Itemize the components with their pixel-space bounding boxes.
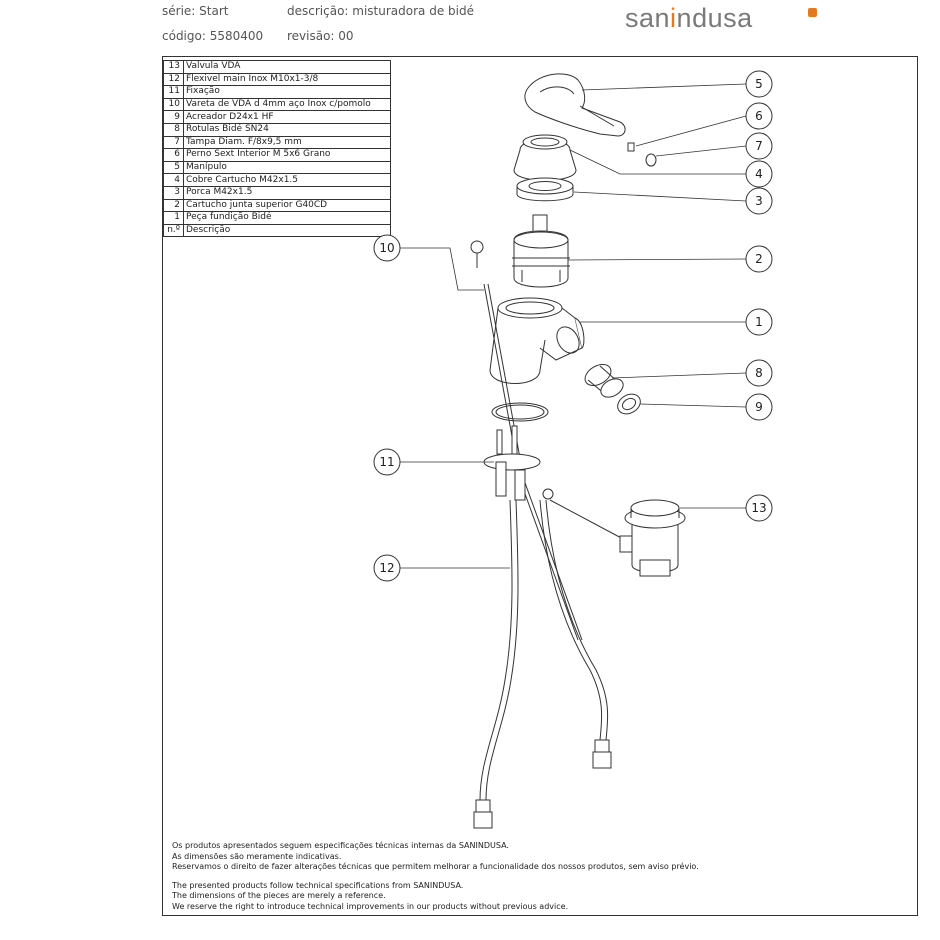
note-pt-1: Os produtos apresentados seguem especifi… xyxy=(172,841,509,850)
callout-1: 1 xyxy=(755,315,763,329)
faucet-body-part xyxy=(489,297,585,384)
callout-5: 5 xyxy=(755,77,763,91)
callout-11: 11 xyxy=(379,455,394,469)
handle-part xyxy=(524,73,626,137)
callout-4: 4 xyxy=(755,167,763,181)
callout-10: 10 xyxy=(379,241,394,255)
callout-6: 6 xyxy=(755,109,763,123)
note-pt-3: Reservamos o direito de fazer alterações… xyxy=(172,862,699,871)
leader-lines xyxy=(398,83,747,569)
drawing-frame xyxy=(162,56,918,916)
flexible-hoses-part xyxy=(473,499,612,829)
callout-9: 9 xyxy=(755,400,763,414)
aerator-part xyxy=(617,393,641,415)
part-number: n.º xyxy=(163,223,184,238)
callout-12: 12 xyxy=(379,561,394,575)
nut-part xyxy=(516,177,574,202)
callout-2: 2 xyxy=(755,252,763,266)
cartridge-cover-part xyxy=(513,134,577,181)
cap-part xyxy=(645,153,657,167)
code-label: código: 5580400 xyxy=(162,29,264,43)
disclaimer-notes: Os produtos apresentados seguem especifi… xyxy=(172,841,699,912)
part-description: Descrição xyxy=(183,223,391,238)
note-pt-2: As dimensões são meramente indicativas. xyxy=(172,851,342,861)
callout-circles xyxy=(373,70,773,582)
note-en-3: We reserve the right to introduce techni… xyxy=(172,901,569,911)
screw-part xyxy=(627,142,635,152)
description-label: descrição: misturadora de bidé xyxy=(287,4,474,18)
series-label: série: Start xyxy=(162,4,229,18)
swivel-part xyxy=(584,364,624,398)
logo-text-accent: i xyxy=(670,3,677,33)
callout-7: 7 xyxy=(755,139,763,153)
popup-waste-part xyxy=(549,499,686,577)
o-ring-part xyxy=(491,402,549,422)
logo-text-start: san xyxy=(625,3,671,33)
callout-3: 3 xyxy=(755,194,763,208)
revision-label: revisão: 00 xyxy=(287,29,354,43)
sanindusa-logo: sanindusa xyxy=(625,3,753,34)
logo-mark-icon xyxy=(808,8,817,17)
callout-13: 13 xyxy=(751,501,766,515)
fixation-part xyxy=(483,425,554,501)
cartridge-part xyxy=(512,214,570,288)
note-en-2: The dimensions of the pieces are merely … xyxy=(172,891,386,900)
note-en-1: The presented products follow technical … xyxy=(172,880,464,890)
callout-8: 8 xyxy=(755,366,763,380)
logo-text-end: ndusa xyxy=(676,3,753,33)
